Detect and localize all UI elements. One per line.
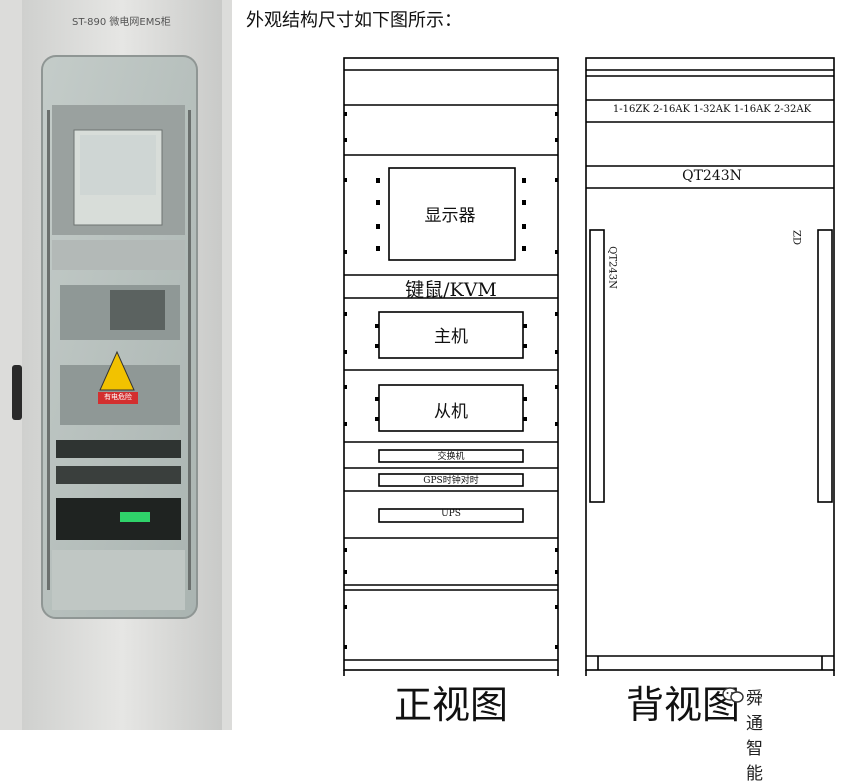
- label-breakers: 1-16ZK 2-16AK 1-32AK 1-16AK 2-32AK: [612, 104, 812, 115]
- label-switch: 交换机: [437, 452, 465, 462]
- label-slave: 从机: [434, 402, 468, 422]
- label-ups: UPS: [441, 509, 461, 519]
- watermark-text: 舜通智能: [746, 689, 763, 784]
- label-kvm: 键鼠/KVM: [405, 279, 497, 301]
- label-qt243n-top: QT243N: [682, 168, 742, 184]
- caption-back-view: 背视图: [625, 683, 740, 727]
- front-view-drawing: [343, 57, 559, 676]
- label-display: 显示器: [424, 206, 476, 226]
- section-heading: 外观结构尺寸如下图所示：: [246, 10, 462, 31]
- wechat-icon: [722, 687, 744, 703]
- warning-label: 有电危险: [104, 393, 132, 401]
- caption-front-view: 正视图: [393, 683, 508, 727]
- door-handle[interactable]: [12, 365, 22, 420]
- label-qt243n-side: QT243N: [606, 246, 618, 289]
- label-gps: GPS时钟对时: [423, 476, 479, 486]
- cabinet-title: ST-890 微电网EMS柜: [72, 17, 171, 28]
- back-view-drawing: [585, 57, 835, 676]
- cabinet-photo: ST-890 微电网EMS柜 有电危险: [0, 0, 232, 730]
- warning-label-bg: [98, 392, 138, 404]
- label-zd: ZD: [790, 230, 802, 245]
- label-host: 主机: [434, 327, 468, 347]
- cabinet-photo-drawing: [0, 0, 232, 730]
